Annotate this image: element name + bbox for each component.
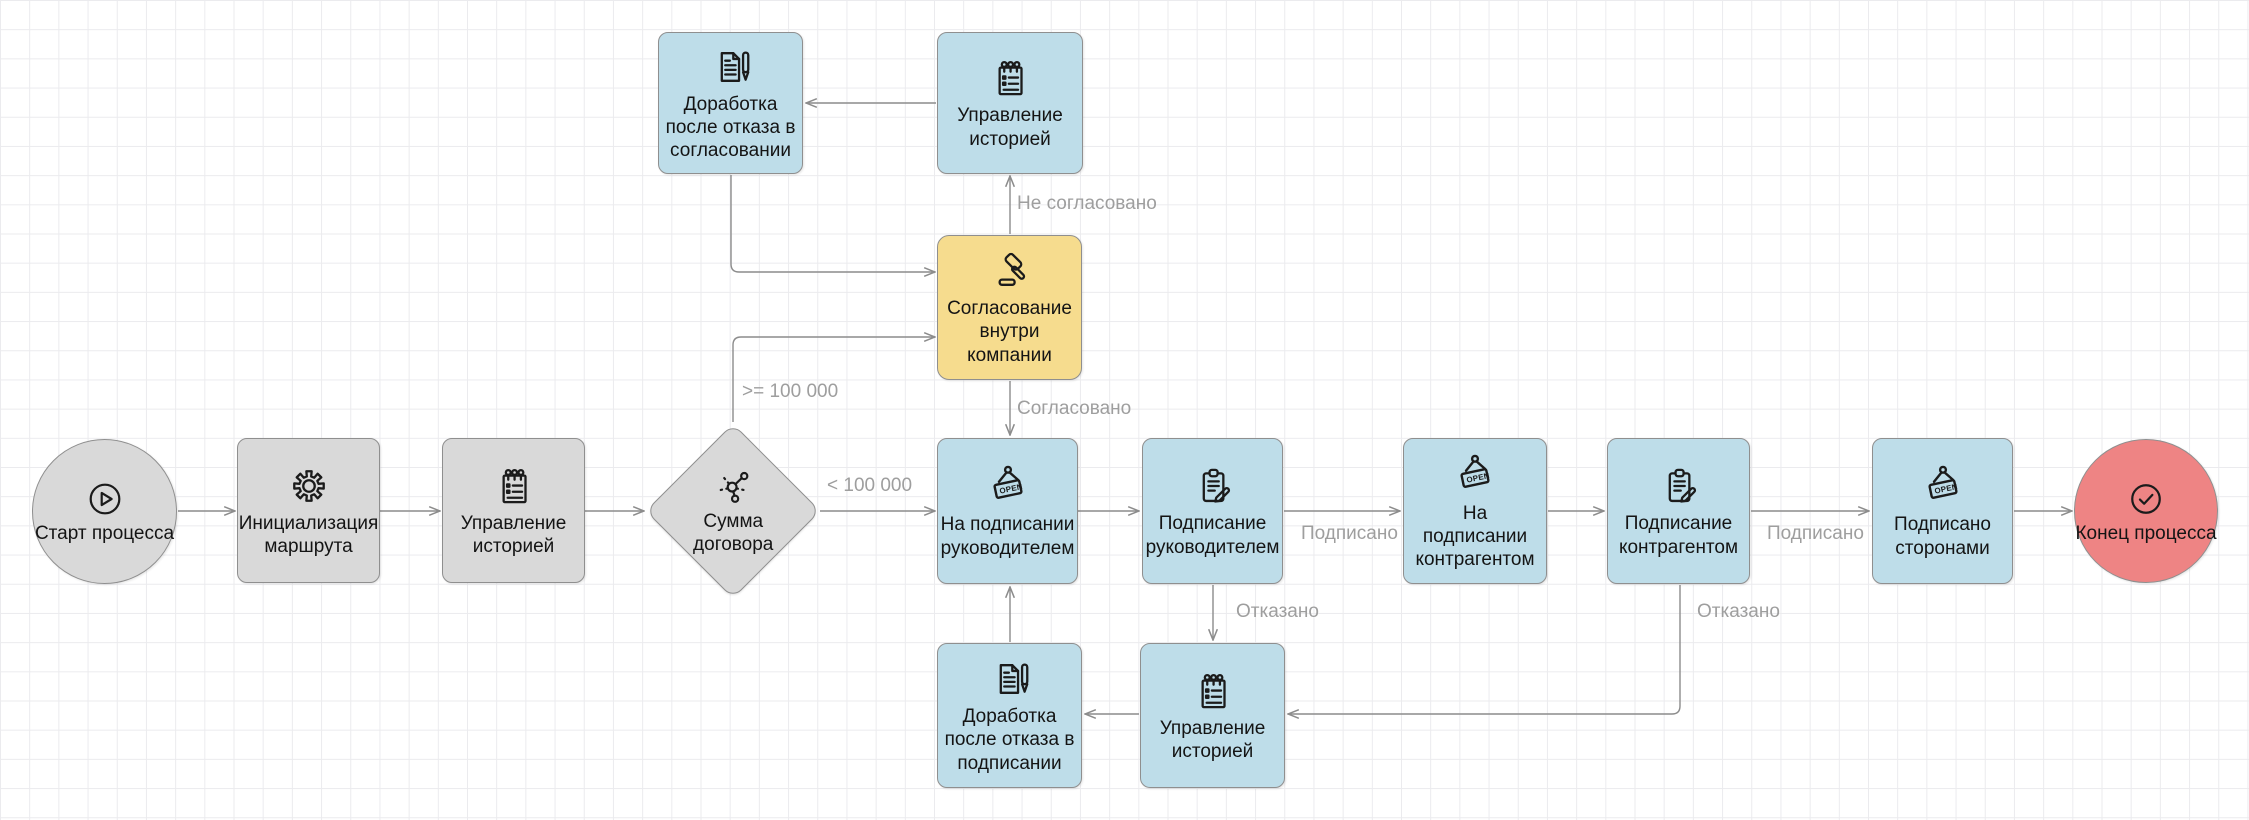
node-label: Подписание контрагентом xyxy=(1618,513,1739,558)
node-contract-amount-decision[interactable]: Сумма договора xyxy=(645,423,821,599)
notepad-list-icon xyxy=(987,55,1033,101)
check-circle-icon xyxy=(2124,477,2168,521)
node-label: Управление историей xyxy=(460,512,567,557)
play-circle-icon xyxy=(83,477,127,521)
node-label: Доработка после отказа в согласовании xyxy=(665,93,796,162)
node-rework-after-approve-refusal[interactable]: Доработка после отказа в согласовании xyxy=(658,32,803,174)
node-label: Доработка после отказа в подписании xyxy=(944,706,1075,774)
document-pen-icon xyxy=(987,656,1033,702)
node-counterparty-signing[interactable]: Подписание контрагентом xyxy=(1607,438,1750,584)
edge-label-declined-1: Отказано xyxy=(1236,601,1319,622)
edge-label-gte-100000: >= 100 000 xyxy=(742,381,839,402)
node-label: Конец процесса xyxy=(2075,522,2217,544)
edge-label-declined-2: Отказано xyxy=(1697,601,1780,622)
open-sign-icon: OPEN xyxy=(1451,451,1499,499)
node-label: На подписании руководителем xyxy=(940,514,1075,559)
notepad-list-icon xyxy=(491,463,537,509)
node-approve-internal[interactable]: Согласование внутри компании xyxy=(937,235,1082,380)
node-label: Сумма договора xyxy=(692,511,774,556)
notepad-list-icon xyxy=(1190,668,1236,714)
node-lead-waiting-signature[interactable]: OPEN На подписании руководителем xyxy=(937,438,1078,584)
clipboard-pencil-icon xyxy=(1656,463,1702,509)
node-init-route[interactable]: Инициализация маршрута xyxy=(237,438,380,583)
node-counterparty-waiting-signature[interactable]: OPEN На подписании контрагентом xyxy=(1403,438,1547,584)
node-signed-by-parties[interactable]: OPEN Подписано сторонами xyxy=(1872,438,2013,584)
edge-label-signed-2: Подписано xyxy=(1767,523,1864,544)
clipboard-pencil-icon xyxy=(1190,463,1236,509)
edge-countersign-historybottom[interactable] xyxy=(1288,585,1681,714)
edge-reworkapprove-approve[interactable] xyxy=(730,175,935,272)
open-sign-icon: OPEN xyxy=(984,462,1032,510)
node-label: Старт процесса xyxy=(34,523,175,545)
gavel-icon xyxy=(987,248,1033,294)
open-sign-icon: OPEN xyxy=(1919,462,1967,510)
node-history-top[interactable]: Управление историей xyxy=(937,32,1083,174)
node-history-bottom[interactable]: Управление историей xyxy=(1140,643,1285,788)
edge-amount-approve[interactable] xyxy=(732,337,935,422)
edge-label-approved: Согласовано xyxy=(1017,398,1132,419)
gear-icon xyxy=(286,463,332,509)
node-label: Управление историей xyxy=(1159,717,1266,762)
node-lead-signing[interactable]: Подписание руководителем xyxy=(1142,438,1283,584)
node-label: Подписано сторонами xyxy=(1894,514,1991,559)
node-label: Инициализация маршрута xyxy=(238,512,379,557)
edge-label-not-approved: Не согласовано xyxy=(1017,193,1157,214)
node-label: Подписание руководителем xyxy=(1145,513,1280,558)
node-rework-after-sign-refusal[interactable]: Доработка после отказа в подписании xyxy=(937,643,1082,788)
edge-label-signed-1: Подписано xyxy=(1301,523,1398,544)
edge-label-lt-100000: < 100 000 xyxy=(827,475,913,496)
node-label: Согласование внутри компании xyxy=(947,298,1072,366)
node-start-event[interactable]: Старт процесса xyxy=(32,439,177,584)
node-label: Управление историей xyxy=(957,105,1063,150)
node-label: На подписании контрагентом xyxy=(1415,502,1535,571)
network-icon xyxy=(711,465,755,509)
node-history-route[interactable]: Управление историей xyxy=(442,438,585,583)
document-pen-icon xyxy=(708,44,754,90)
node-end-event[interactable]: Конец процесса xyxy=(2074,439,2218,583)
